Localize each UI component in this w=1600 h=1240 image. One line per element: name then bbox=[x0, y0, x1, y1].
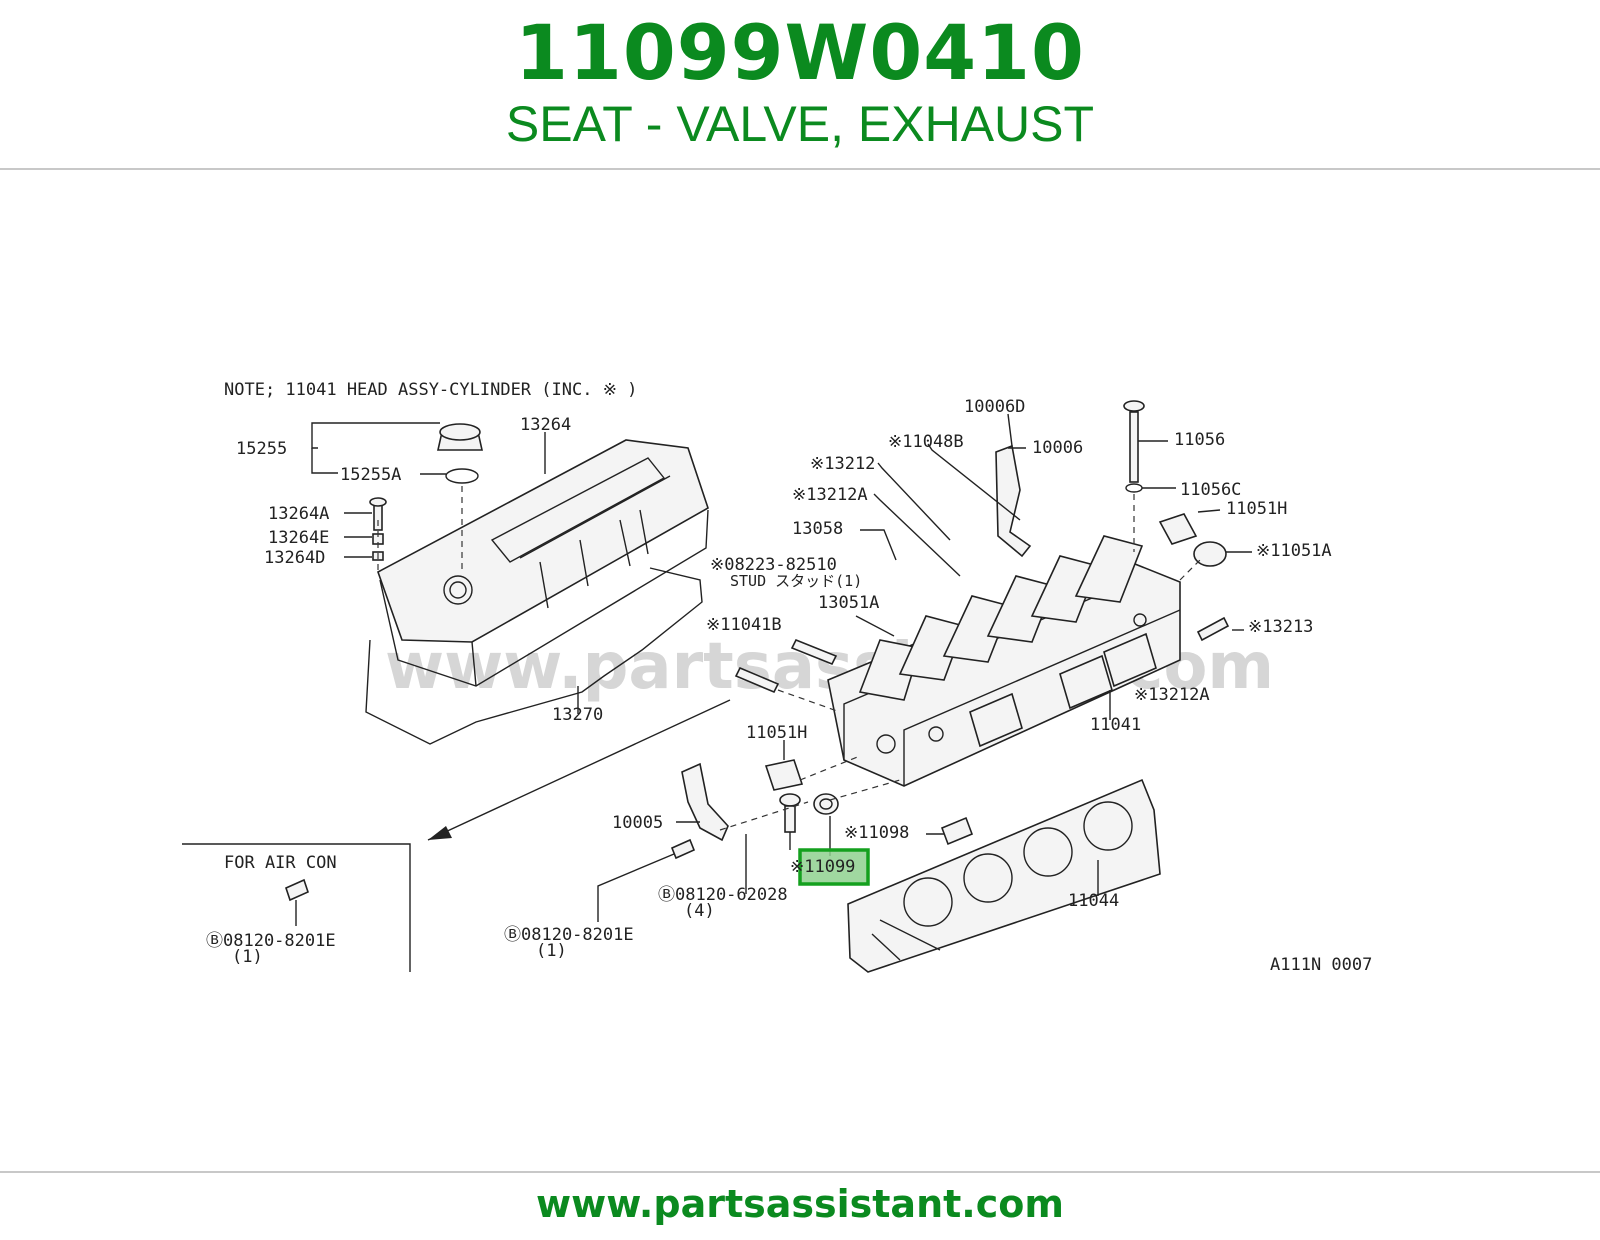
cover-bolt-set[interactable] bbox=[369, 497, 387, 561]
arrow-head bbox=[428, 826, 452, 840]
label-11041: 11041 bbox=[1090, 715, 1141, 735]
inset-box bbox=[182, 843, 411, 972]
oil-filler-cap[interactable] bbox=[437, 423, 483, 484]
label-08120-8201e-inset: Ⓑ08120-8201E bbox=[206, 931, 336, 951]
label-08120-8201e-mid: Ⓑ08120-8201E bbox=[504, 925, 634, 945]
inset-arrow bbox=[427, 699, 731, 841]
label-13213: ※13213 bbox=[1248, 617, 1313, 637]
inset-bolt[interactable] bbox=[285, 878, 309, 902]
parts-diagram: www.partsassistant.com NOTE; 11041 HEAD … bbox=[180, 340, 1420, 1010]
label-13212: ※13212 bbox=[810, 454, 875, 474]
label-08223-82510: ※08223-82510 bbox=[710, 555, 837, 575]
label-11041b: ※11041B bbox=[706, 615, 782, 635]
label-11099-highlighted[interactable]: ※11099 bbox=[790, 857, 855, 877]
highlight-box-11099[interactable] bbox=[798, 848, 870, 886]
label-11051a: ※11051A bbox=[1256, 541, 1332, 561]
valve-guide-11098[interactable] bbox=[940, 816, 974, 846]
bolt-08120-62028[interactable] bbox=[779, 793, 801, 833]
label-11051h-top: 11051H bbox=[1226, 499, 1287, 519]
label-13058: 13058 bbox=[792, 519, 843, 539]
cylinder-head[interactable] bbox=[827, 535, 1181, 787]
cap-11051a[interactable] bbox=[1193, 541, 1227, 567]
header-divider bbox=[0, 168, 1600, 170]
label-08120-62028: Ⓑ08120-62028 bbox=[658, 885, 788, 905]
website-link[interactable]: www.partsassistant.com bbox=[536, 1182, 1064, 1226]
label-qty-1-inset: (1) bbox=[232, 947, 263, 967]
label-13212a-right: ※13212A bbox=[1134, 685, 1210, 705]
bolt-08120-8201e[interactable] bbox=[670, 838, 696, 860]
label-15255: 15255 bbox=[236, 439, 287, 459]
label-qty-1-mid: (1) bbox=[536, 941, 567, 961]
valve-seat-exhaust[interactable] bbox=[813, 793, 839, 815]
label-11056c: 11056C bbox=[1180, 480, 1241, 500]
plug-11051h-left[interactable] bbox=[764, 759, 804, 791]
page-header: 11099W0410 SEAT - VALVE, EXHAUST bbox=[0, 0, 1600, 168]
plug-11051h-top[interactable] bbox=[1158, 513, 1198, 545]
engine-slinger-front[interactable] bbox=[681, 762, 729, 842]
parts-diagram-svg: www.partsassistant.com NOTE; 11041 HEAD … bbox=[182, 380, 1372, 975]
inset-title: FOR AIR CON bbox=[224, 853, 337, 873]
dowel-13213[interactable] bbox=[1196, 616, 1230, 642]
label-10005: 10005 bbox=[612, 813, 663, 833]
label-11048b: ※11048B bbox=[888, 432, 964, 452]
note-text: NOTE; 11041 HEAD ASSY-CYLINDER (INC. ※ ) bbox=[224, 380, 637, 400]
rocker-cover-gasket[interactable] bbox=[365, 567, 703, 745]
label-qty-4: (4) bbox=[684, 901, 715, 921]
label-13264e: 13264E bbox=[268, 528, 329, 548]
label-13264a: 13264A bbox=[268, 504, 329, 524]
label-13270: 13270 bbox=[552, 705, 603, 725]
rocker-cover[interactable] bbox=[377, 439, 709, 687]
figure-code: A111N 0007 bbox=[1270, 955, 1372, 975]
stud-08223-82510[interactable] bbox=[790, 638, 838, 666]
stud-11041b[interactable] bbox=[734, 666, 780, 694]
engine-slinger-rear[interactable] bbox=[995, 444, 1032, 558]
label-13212a-top: ※13212A bbox=[792, 485, 868, 505]
label-11044: 11044 bbox=[1068, 891, 1119, 911]
footer-divider bbox=[0, 1171, 1600, 1173]
label-13051a: 13051A bbox=[818, 593, 879, 613]
label-13264d: 13264D bbox=[264, 548, 325, 568]
label-13264: 13264 bbox=[520, 415, 571, 435]
head-gasket[interactable] bbox=[847, 778, 1161, 973]
label-11051h-left: 11051H bbox=[746, 723, 807, 743]
label-10006: 10006 bbox=[1032, 438, 1083, 458]
label-15255a: 15255A bbox=[340, 465, 401, 485]
label-10006d: 10006D bbox=[964, 397, 1025, 417]
label-stud: STUD スタッド(1) bbox=[730, 572, 862, 590]
label-11098: ※11098 bbox=[844, 823, 909, 843]
label-11056: 11056 bbox=[1174, 430, 1225, 450]
part-name-subtitle: SEAT - VALVE, EXHAUST bbox=[505, 96, 1095, 152]
part-number-title: 11099W0410 bbox=[515, 8, 1085, 97]
head-bolt[interactable] bbox=[1123, 400, 1145, 493]
